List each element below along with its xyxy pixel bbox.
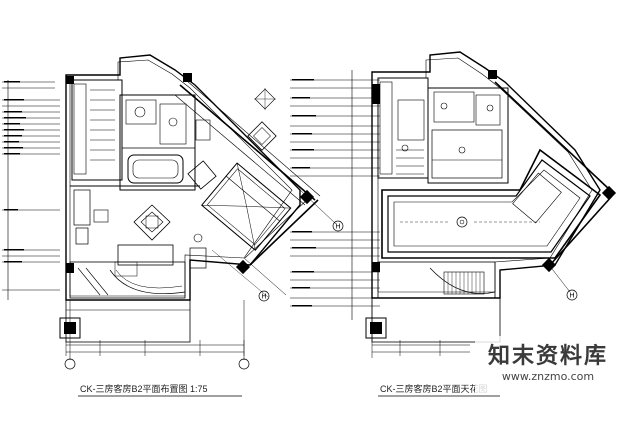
watermark-url: www.znzmo.com [501,370,595,383]
axis-marker-1 [332,220,344,232]
title-right: CK-三房客房B2平面天花图 [378,383,500,397]
floor-plan-drawing [2,54,344,370]
drawing-title-left: CK-三房客房B2平面布置图 1:75 [80,383,208,394]
drawing-title-right: CK-三房客房B2平面天花图 [380,383,488,394]
axis-marker-label: H [569,293,574,300]
axis-marker-label: H [261,294,266,301]
axis-marker-3 [64,358,250,370]
axis-marker-label: H [335,224,340,231]
watermark-text: 知末资料库 [487,344,608,369]
title-left: CK-三房客房B2平面布置图 1:75 [78,383,242,397]
ceiling-plan-drawing [290,51,617,358]
axis-marker-2 [258,290,270,302]
watermark: 知末资料库 www.znzmo.com [475,336,621,394]
